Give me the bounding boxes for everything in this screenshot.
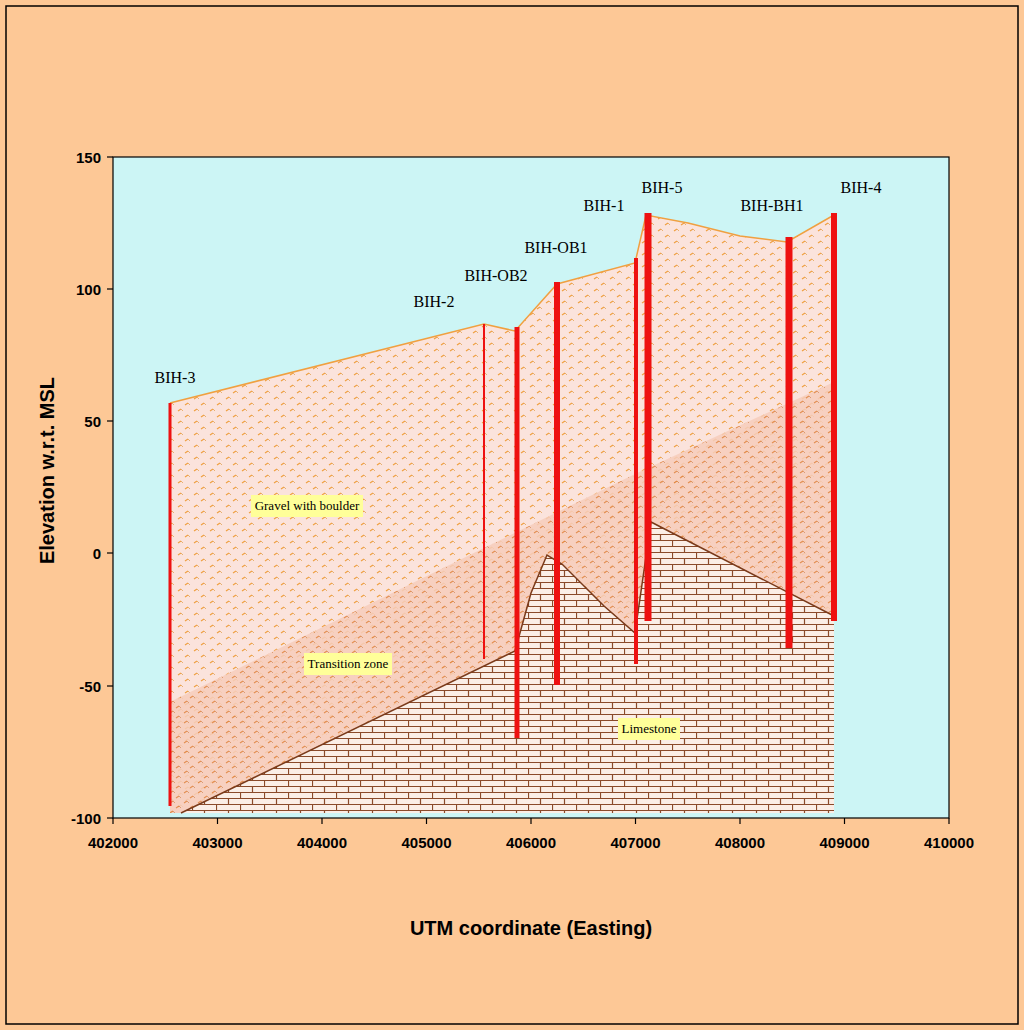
well-name: BIH-5: [642, 179, 683, 197]
zone-label: Gravel with boulder: [251, 495, 364, 517]
tick-label: 409000: [819, 834, 869, 851]
tick-label: 402000: [88, 834, 138, 851]
tick-label: 50: [84, 413, 101, 430]
well-name: BIH-BH1: [740, 197, 803, 215]
tick-label: 408000: [715, 834, 765, 851]
axis-title: UTM coordinate (Easting): [410, 917, 652, 940]
zone-label: Limestone: [618, 718, 681, 740]
tick-label: 403000: [192, 834, 242, 851]
tick-label: 404000: [297, 834, 347, 851]
tick-label: 406000: [506, 834, 556, 851]
tick-label: -100: [71, 810, 101, 827]
well-name: BIH-2: [414, 293, 455, 311]
well-name: BIH-4: [841, 179, 882, 197]
well-name: BIH-OB2: [464, 267, 527, 285]
well-name: BIH-OB1: [524, 239, 587, 257]
tick-label: 150: [76, 149, 101, 166]
tick-label: 410000: [924, 834, 974, 851]
tick-label: 407000: [610, 834, 660, 851]
well-name: BIH-1: [584, 197, 625, 215]
well-name: BIH-3: [155, 369, 196, 387]
tick-label: -50: [79, 678, 101, 695]
tick-label: 405000: [401, 834, 451, 851]
tick-label: 100: [76, 281, 101, 298]
zone-label: Transition zone: [304, 653, 393, 675]
axis-title: Elevation w.r.t. MSL: [37, 376, 60, 563]
tick-label: 0: [93, 545, 101, 562]
